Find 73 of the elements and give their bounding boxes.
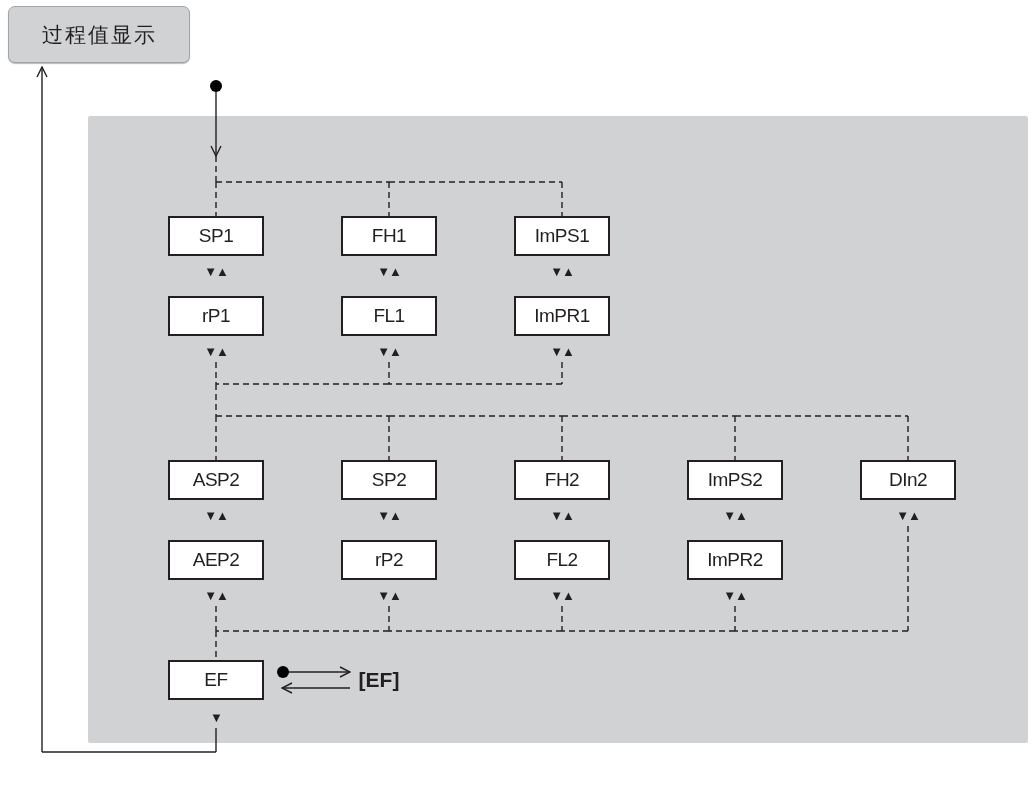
arrow [36, 66, 48, 753]
dashed-line [215, 630, 390, 632]
arrow-keys-symbol: ▼▲ [550, 589, 574, 603]
display-mode-button: 过程值显示 [8, 6, 190, 63]
dashed-line [388, 415, 563, 417]
menu-panel [88, 116, 1028, 743]
dashed-line [388, 181, 563, 183]
arrow [288, 666, 351, 678]
dashed-line [561, 415, 563, 461]
dashed-line [215, 605, 217, 632]
dashed-line [734, 415, 909, 417]
arrow-keys-symbol: ▼▲ [550, 509, 574, 523]
parameter-text: [EF] [358, 668, 400, 692]
arrow-keys-symbol: ▼▲ [377, 509, 401, 523]
dashed-line [561, 605, 563, 632]
arrow-keys-symbol: ▼▲ [723, 509, 747, 523]
arrow [210, 91, 222, 157]
parameter-box: FL1 [341, 296, 437, 336]
dashed-line [215, 383, 390, 385]
dashed-line [561, 361, 563, 385]
parameter-box: ASP2 [168, 460, 264, 500]
parameter-box: FH1 [341, 216, 437, 256]
parameter-box: EF [168, 660, 264, 700]
arrow-keys-symbol: ▼▲ [723, 589, 747, 603]
dashed-line [215, 155, 217, 183]
arrow-keys-symbol: ▼▲ [204, 345, 228, 359]
dashed-line [388, 630, 563, 632]
dashed-line [561, 181, 563, 217]
connector-line [41, 751, 217, 753]
arrow-keys-symbol: ▼▲ [550, 345, 574, 359]
dashed-line [388, 605, 390, 632]
arrow-keys-symbol: ▼▲ [896, 509, 920, 523]
arrow-keys-symbol: ▼▲ [377, 589, 401, 603]
dashed-line [388, 181, 390, 217]
parameter-box: FH2 [514, 460, 610, 500]
arrow-keys-symbol: ▼▲ [204, 509, 228, 523]
parameter-box: ImPR2 [687, 540, 783, 580]
start-dot [277, 666, 289, 678]
arrow-keys-symbol: ▼▲ [377, 345, 401, 359]
parameter-box: SP1 [168, 216, 264, 256]
arrow-keys-symbol: ▼▲ [204, 265, 228, 279]
arrow-keys-symbol: ▼▲ [550, 265, 574, 279]
parameter-box: ImPR1 [514, 296, 610, 336]
dashed-line [388, 415, 390, 461]
arrow-keys-symbol: ▼▲ [377, 265, 401, 279]
arrow [281, 682, 351, 694]
dashed-line [561, 630, 736, 632]
dashed-line [215, 181, 217, 217]
parameter-box: DIn2 [860, 460, 956, 500]
connector-line [215, 727, 217, 753]
parameter-box: ImPS2 [687, 460, 783, 500]
dashed-line [215, 415, 390, 417]
dashed-line [907, 525, 909, 632]
dashed-line [215, 383, 217, 417]
dashed-line [907, 415, 909, 461]
parameter-box: rP1 [168, 296, 264, 336]
dashed-line [734, 415, 736, 461]
dashed-line [734, 605, 736, 632]
arrow-keys-symbol: ▼ [210, 711, 222, 725]
dashed-line [215, 415, 217, 461]
dashed-line [215, 181, 390, 183]
arrow-keys-symbol: ▼▲ [204, 589, 228, 603]
start-dot [210, 80, 222, 92]
dashed-line [215, 361, 217, 385]
dashed-line [388, 383, 563, 385]
dashed-line [561, 415, 736, 417]
parameter-box: ImPS1 [514, 216, 610, 256]
parameter-box: FL2 [514, 540, 610, 580]
parameter-box: AEP2 [168, 540, 264, 580]
parameter-box: rP2 [341, 540, 437, 580]
parameter-box: SP2 [341, 460, 437, 500]
dashed-line [734, 630, 909, 632]
dashed-line [388, 361, 390, 385]
